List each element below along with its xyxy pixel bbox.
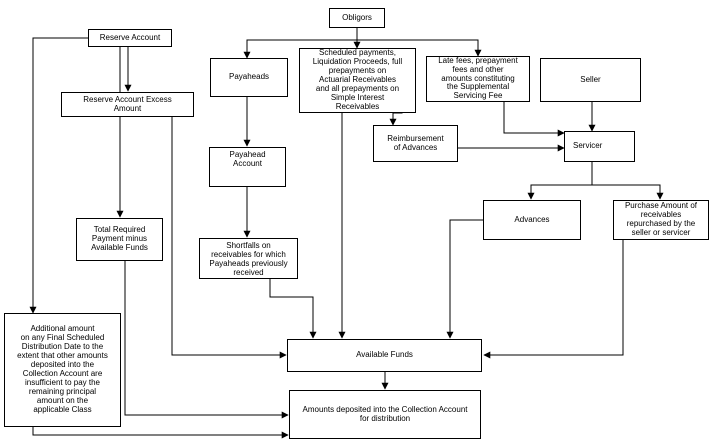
arrow-late-fees-to-servicer	[503, 102, 565, 137]
arrow-advances-to-available-funds	[446, 219, 483, 339]
arrow-purchase-amount-to-available-funds	[483, 240, 624, 359]
arrow-obligors-to-payaheads	[243, 39, 357, 59]
node-servicer: Servicer	[564, 131, 635, 162]
node-reserve-account-excess: Reserve Account Excess Amount	[61, 92, 194, 117]
arrow-additional-to-collection	[32, 427, 289, 439]
arrow-reserve-to-total-required	[29, 37, 88, 314]
arrow-total-required-to-collection	[124, 261, 289, 419]
node-scheduled-payments: Scheduled payments, Liquidation Proceeds…	[299, 48, 416, 113]
node-shortfalls: Shortfalls on receivables for which Paya…	[199, 238, 298, 279]
arrow-shortfalls-to-available-funds	[269, 279, 317, 339]
node-advances: Advances	[483, 200, 581, 240]
arrow-excess-to-available-funds	[171, 117, 287, 359]
node-additional-amount: Additional amount on any Final Scheduled…	[4, 313, 121, 427]
arrow-servicer-to-purchase-amount	[592, 184, 664, 200]
node-late-fees: Late fees, prepayment fees and other amo…	[426, 56, 530, 102]
node-total-required-payment: Total Required Payment minus Available F…	[76, 218, 163, 261]
node-amounts-deposited: Amounts deposited into the Collection Ac…	[289, 390, 481, 439]
node-reserve-account: Reserve Account	[88, 29, 172, 47]
arrow-servicer-to-advances	[527, 162, 593, 200]
node-payahead-account: Payahead Account	[209, 147, 286, 187]
node-payaheads: Payaheads	[210, 58, 288, 97]
node-seller: Seller	[540, 58, 641, 102]
arrow-reserve-to-additional	[88, 32, 124, 218]
node-obligors: Obligors	[329, 8, 385, 28]
node-available-funds: Available Funds	[287, 339, 482, 372]
arrow-obligors-to-late-fees	[357, 39, 482, 57]
node-purchase-amount: Purchase Amount of receivables repurchas…	[613, 200, 709, 240]
node-reimbursement-of-advances: Reimbursement of Advances	[373, 125, 458, 162]
